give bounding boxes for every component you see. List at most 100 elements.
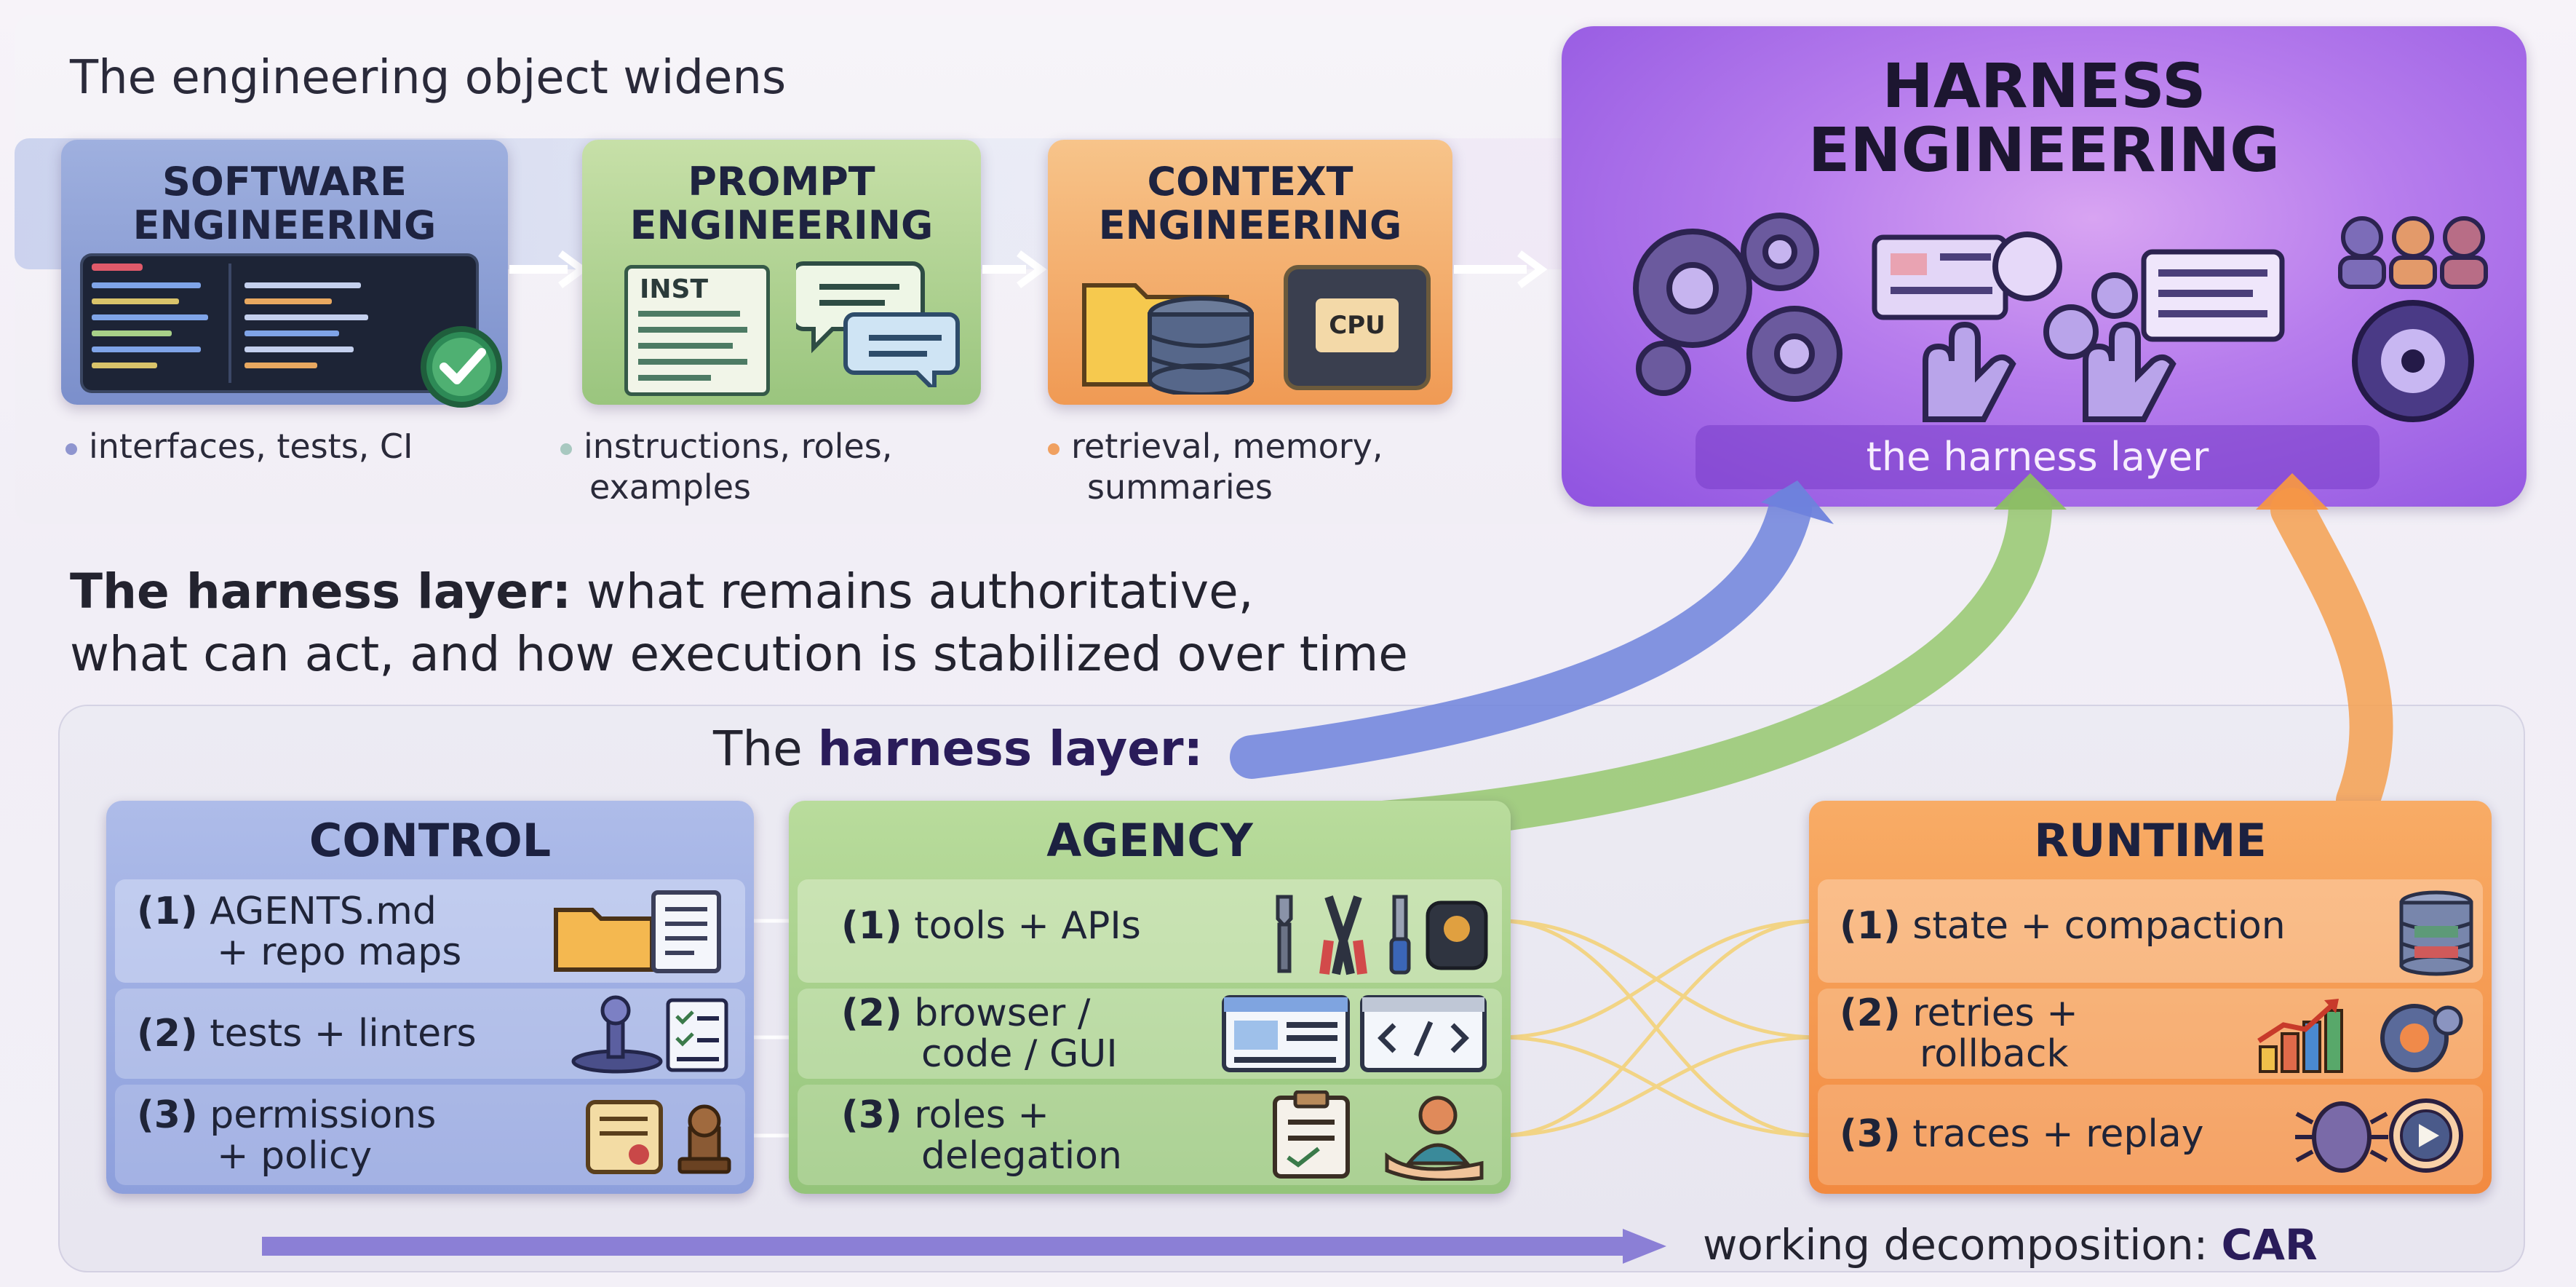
- control-arrowhead-icon: [1761, 480, 1834, 524]
- runtime-row-1-text: (1) state + compaction: [1840, 906, 2286, 946]
- control-row-3: (3) permissions + policy: [115, 1085, 745, 1185]
- instruction-document-icon: INST: [624, 265, 770, 396]
- harness-title-line2: ENGINEERING: [1808, 114, 2281, 186]
- runtime-title: RUNTIME: [2034, 814, 2267, 867]
- cpu-badge: CPU: [1316, 298, 1399, 352]
- middle-statement: The harness layer: what remains authorit…: [70, 561, 1408, 686]
- code-editor-icon: [83, 256, 476, 390]
- prompt-title-line2: ENGINEERING: [629, 202, 934, 248]
- control-row-3-num: (3): [137, 1093, 198, 1137]
- footer-pre: working decomposition:: [1703, 1220, 2222, 1270]
- checkmark-badge-icon: [421, 326, 502, 408]
- context-note-text2: summaries: [1087, 467, 1273, 507]
- agency-row-2-text: (2) browser / code / GUI: [841, 993, 1118, 1074]
- hands-icon: [1923, 231, 2177, 422]
- dashboard-icon: [1872, 234, 2285, 342]
- chart-gear-icon: [2257, 999, 2463, 1073]
- runtime-row-3: (3) traces + replay: [1818, 1085, 2483, 1185]
- control-row-3-line1: permissions: [210, 1093, 437, 1137]
- middle-bold: The harness layer:: [70, 563, 571, 619]
- agency-row-3-text: (3) roles + delegation: [841, 1095, 1122, 1176]
- control-title: CONTROL: [309, 814, 552, 867]
- folder-document-icon: [554, 890, 721, 973]
- context-note-dot: [1048, 443, 1060, 455]
- harness-layer-label: the harness layer: [1696, 425, 2380, 489]
- clipboard-person-icon: [1273, 1090, 1484, 1181]
- control-row-1-text: (1) AGENTS.md + repo maps: [137, 891, 461, 973]
- folder-database-icon: [1082, 283, 1254, 395]
- control-row-1-num: (1): [137, 890, 198, 933]
- runtime-row-2-text: (2) retries + rollback: [1840, 993, 2078, 1074]
- control-row-2-num: (2): [137, 1012, 198, 1056]
- browser-code-icon: [1222, 995, 1487, 1072]
- arrow-right-icon-2: [982, 250, 1047, 289]
- agency-row-3: (3) roles + delegation: [798, 1085, 1502, 1185]
- runtime-arrowhead-icon: [2256, 473, 2329, 510]
- code-lines-graphic: [92, 264, 368, 383]
- context-title-line2: ENGINEERING: [1098, 202, 1402, 248]
- scroll-seal-icon: [586, 1100, 731, 1174]
- prompt-title-line1: PROMPT: [688, 159, 875, 205]
- prompt-note-text1: instructions, roles,: [584, 427, 893, 466]
- control-row-2-text: (2) tests + linters: [137, 1013, 477, 1054]
- top-heading: The engineering object widens: [70, 51, 787, 105]
- agency-row-1-num: (1): [841, 904, 902, 948]
- runtime-column: RUNTIME (1) state + compaction (2) retri…: [1809, 801, 2492, 1194]
- runtime-row-3-line1: traces + replay: [1912, 1112, 2204, 1156]
- prompt-engineering-card: PROMPT ENGINEERING INST: [582, 140, 981, 405]
- bug-replay-icon: [2295, 1098, 2463, 1173]
- agency-flow-arrow: [1361, 488, 2052, 844]
- control-row-1-line2: + repo maps: [217, 930, 462, 974]
- agency-title: AGENCY: [1046, 814, 1253, 867]
- agency-row-1-text: (1) tools + APIs: [841, 906, 1141, 946]
- runtime-row-2-line2: rollback: [1920, 1032, 2069, 1076]
- agency-row-3-line1: roles +: [914, 1093, 1049, 1137]
- document-lines-graphic: [638, 311, 747, 381]
- harness-icons-graphic: [1633, 213, 2488, 422]
- prompt-note: instructions, roles, examples: [560, 426, 892, 507]
- middle-rest-line1: what remains authoritative,: [571, 563, 1254, 619]
- footer-bold: CAR: [2221, 1220, 2318, 1270]
- runtime-row-2-num: (2): [1840, 991, 1901, 1035]
- footer-arrowhead-icon: [1623, 1229, 1666, 1264]
- runtime-row-2-line1: retries +: [1912, 991, 2078, 1035]
- control-row-1-line1: AGENTS.md: [210, 890, 437, 933]
- inst-badge: INST: [640, 274, 709, 304]
- context-engineering-card: CONTEXT ENGINEERING CPU: [1048, 140, 1452, 405]
- cpu-chip-icon: CPU: [1288, 269, 1426, 386]
- runtime-row-1-line1: state + compaction: [1912, 904, 2286, 948]
- software-title-line2: ENGINEERING: [132, 202, 437, 248]
- runtime-row-1: (1) state + compaction: [1818, 879, 2483, 983]
- control-row-2-line1: tests + linters: [210, 1012, 477, 1056]
- control-row-2: (2) tests + linters: [115, 989, 745, 1079]
- software-note-dot: [65, 443, 77, 455]
- prompt-note-text2: examples: [589, 467, 751, 507]
- agency-row-2-line2: code / GUI: [921, 1032, 1118, 1076]
- middle-line2: what can act, and how execution is stabi…: [70, 626, 1408, 682]
- runtime-row-3-num: (3): [1840, 1112, 1901, 1156]
- runtime-row-2: (2) retries + rollback: [1818, 989, 2483, 1079]
- agency-row-1-line1: tools + APIs: [914, 904, 1141, 948]
- runtime-row-3-text: (3) traces + replay: [1840, 1114, 2204, 1155]
- arrow-right-icon-3: [1454, 250, 1548, 289]
- footer-label: working decomposition: CAR: [1703, 1220, 2318, 1270]
- context-note: retrieval, memory, summaries: [1048, 426, 1383, 507]
- harness-title-line1: HARNESS: [1882, 50, 2206, 122]
- gears-icon: [1633, 213, 1842, 402]
- tools-icon: [1276, 895, 1488, 975]
- bottom-heading: The harness layer:: [713, 721, 1203, 777]
- software-note: interfaces, tests, CI: [65, 426, 413, 467]
- stacked-database-icon: [2399, 890, 2473, 976]
- control-column: CONTROL (1) AGENTS.md + repo maps (2) te…: [106, 801, 754, 1194]
- agency-arrowhead-icon: [1994, 473, 2067, 510]
- agency-column: AGENCY (1) tools + APIs (2) browser / co…: [789, 801, 1511, 1194]
- software-engineering-card: SOFTWARE ENGINEERING: [61, 140, 508, 408]
- agency-row-3-num: (3): [841, 1093, 902, 1137]
- runtime-row-1-num: (1): [1840, 904, 1901, 948]
- agency-row-1: (1) tools + APIs: [798, 879, 1502, 983]
- runtime-flow-arrow: [2270, 488, 2393, 823]
- agency-row-2: (2) browser / code / GUI: [798, 989, 1502, 1079]
- control-row-3-line2: + policy: [217, 1134, 373, 1178]
